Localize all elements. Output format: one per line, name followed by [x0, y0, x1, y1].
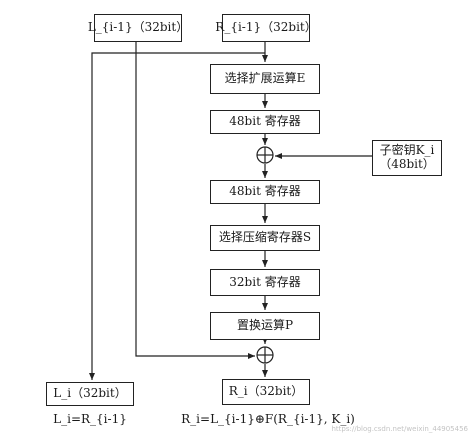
reg48-box-a: 48bit 寄存器	[210, 110, 320, 134]
sbox-label: 选择压缩寄存器S	[218, 230, 312, 245]
left-output-label: L_i（32bit）	[53, 386, 127, 401]
reg48-label-b: 48bit 寄存器	[229, 184, 301, 199]
right-formula: R_i=L_{i-1}⊕F(R_{i-1}, K_i)	[181, 412, 355, 426]
reg32-label: 32bit 寄存器	[229, 274, 301, 289]
reg48-box-b: 48bit 寄存器	[210, 180, 320, 204]
permutation-box: 置换运算P	[210, 312, 320, 340]
reg32-box: 32bit 寄存器	[210, 269, 320, 296]
right-output-label: R_i（32bit）	[228, 384, 304, 399]
subkey-label: 子密钥K_i	[379, 143, 435, 158]
right-input-box: R_{i-1}（32bit）	[215, 14, 317, 42]
expansion-box: 选择扩展运算E	[210, 64, 320, 94]
permutation-label: 置换运算P	[236, 318, 294, 333]
sbox-box: 选择压缩寄存器S	[210, 225, 320, 251]
subkey-size: （48bit）	[379, 157, 435, 171]
left-input-box: L_{i-1}（32bit）	[88, 14, 188, 42]
left-input-label: L_{i-1}（32bit）	[87, 20, 189, 35]
watermark: https://blog.csdn.net/weixin_44905456	[331, 425, 468, 433]
expansion-label: 选择扩展运算E	[224, 71, 306, 86]
right-input-label: R_{i-1}（32bit）	[215, 20, 317, 35]
subkey-box: 子密钥K_i （48bit）	[372, 140, 442, 176]
right-output-box: R_i（32bit）	[222, 379, 310, 405]
wire-r-to-li	[89, 52, 265, 380]
wire-l-to-xor2	[135, 42, 255, 359]
left-formula: L_i=R_{i-1}	[53, 412, 127, 426]
reg48-label-a: 48bit 寄存器	[229, 114, 301, 129]
left-output-box: L_i（32bit）	[46, 382, 134, 406]
